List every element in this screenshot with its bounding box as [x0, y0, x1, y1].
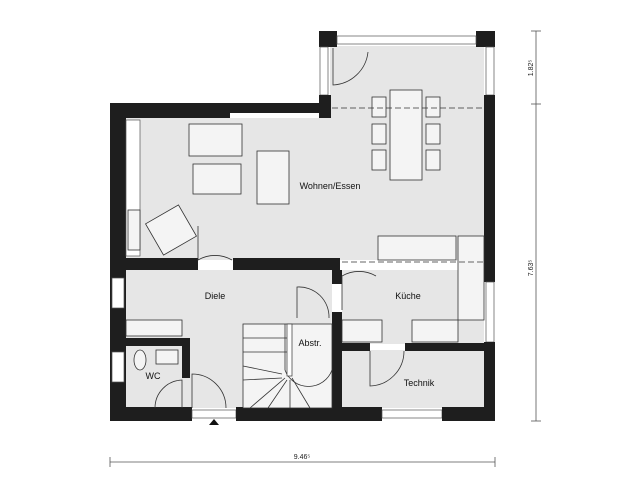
- furniture: [125, 89, 485, 371]
- dimension-lines: [109, 30, 541, 467]
- room-label-utility: Technik: [404, 378, 435, 388]
- walls: [110, 31, 495, 421]
- room-label-storage: Abstr.: [298, 338, 321, 348]
- room-label-living: Wohnen/Essen: [300, 181, 361, 191]
- dimension-width: 9.46⁵: [294, 454, 311, 461]
- room-label-wc: WC: [146, 371, 161, 381]
- dimension-main-depth: 7.63⁵: [528, 260, 535, 277]
- room-label-hall: Diele: [205, 291, 226, 301]
- dimension-annex-depth: 1.82⁵: [528, 60, 535, 77]
- room-label-kitchen: Küche: [395, 291, 421, 301]
- staircase: [242, 323, 333, 409]
- doors: [154, 48, 405, 425]
